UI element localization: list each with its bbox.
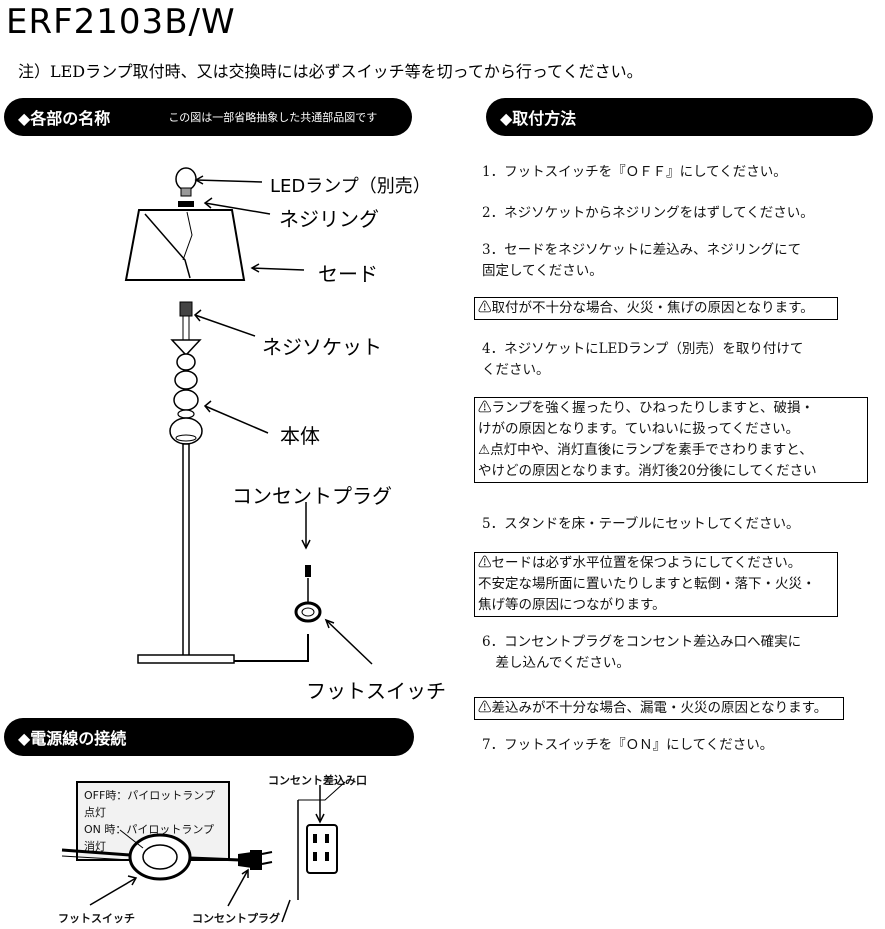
led-bulb-icon bbox=[175, 167, 197, 197]
label-arrows bbox=[193, 175, 373, 665]
power-switch-label: フットスイッチ bbox=[58, 912, 135, 925]
step-5: 5．スタンドを床・テーブルにセットしてください。 bbox=[482, 516, 800, 532]
warning-4: ⚠差込みが不十分な場合、漏電・火災の原因となります。 bbox=[474, 697, 844, 720]
label-led-lamp: LEDランプ（別売） bbox=[270, 176, 431, 197]
label-shade: セード bbox=[318, 262, 378, 286]
safety-note: 注）LEDランプ取付時、又は交換時には必ずスイッチ等を切ってから行ってください。 bbox=[18, 62, 643, 81]
socket-icon bbox=[179, 301, 193, 317]
label-body: 本体 bbox=[280, 424, 320, 448]
model-number: ERF2103B/W bbox=[6, 2, 236, 42]
wall-outlet-icon bbox=[306, 824, 338, 874]
step-4: 4．ネジソケットにLEDランプ（別売）を取り付けて ください。 bbox=[482, 341, 804, 378]
screw-ring-icon bbox=[178, 201, 194, 207]
label-screw-ring: ネジリング bbox=[279, 207, 379, 231]
label-plug: コンセントプラグ bbox=[232, 484, 392, 508]
power-section-banner: ◆電源線の接続 bbox=[4, 718, 414, 756]
warning-1: ⚠取付が不十分な場合、火災・焦げの原因となります。 bbox=[474, 297, 838, 320]
install-section-title: ◆取付方法 bbox=[500, 109, 577, 128]
parts-section-subtitle: この図は一部省略抽象した共通部品図です bbox=[168, 111, 378, 124]
lamp-diagram bbox=[124, 167, 373, 665]
pilot-lamp-status: OFF時：パイロットランプ点灯 ON 時：パイロットランプ消灯 bbox=[76, 781, 230, 861]
step-7: 7．フットスイッチを『ＯＮ』にしてください。 bbox=[482, 737, 774, 753]
step-1: 1．フットスイッチを『ＯＦＦ』にしてください。 bbox=[482, 164, 787, 180]
power-plug-label: コンセントプラグ bbox=[192, 912, 280, 925]
power-section-title: ◆電源線の接続 bbox=[18, 729, 127, 748]
step-2: 2．ネジソケットからネジリングをはずしてください。 bbox=[482, 205, 814, 221]
power-diagram bbox=[61, 781, 346, 923]
lamp-body-icon bbox=[137, 339, 235, 664]
power-plug-icon bbox=[238, 850, 273, 870]
warning-3: ⚠セードは必ず水平位置を保つようにしてください。 不安定な場所面に置いたりします… bbox=[474, 552, 838, 617]
label-foot-switch: フットスイッチ bbox=[306, 679, 446, 703]
step-6: 6．コンセントプラグをコンセント差込み口へ確実に 差し込んでください。 bbox=[482, 634, 802, 671]
step-3: 3．セードをネジソケットに差込み、ネジリングにて 固定してください。 bbox=[482, 242, 802, 279]
status-on-text: ON 時：パイロットランプ消灯 bbox=[84, 823, 215, 853]
shade-icon bbox=[124, 209, 246, 281]
label-socket: ネジソケット bbox=[262, 335, 382, 359]
foot-switch-icon bbox=[294, 601, 322, 623]
parts-section-title: ◆各部の名称 bbox=[18, 109, 111, 128]
warning-2: ⚠ランプを強く握ったり、ひねったりしますと、破損・ けがの原因となります。ていね… bbox=[474, 397, 868, 483]
plug-icon bbox=[305, 565, 311, 577]
status-off-text: OFF時：パイロットランプ点灯 bbox=[84, 789, 215, 819]
parts-section-banner: ◆各部の名称 この図は一部省略抽象した共通部品図です bbox=[4, 98, 412, 136]
install-section-banner: ◆取付方法 bbox=[486, 98, 873, 136]
outlet-label: コンセント差込み口 bbox=[268, 774, 367, 787]
